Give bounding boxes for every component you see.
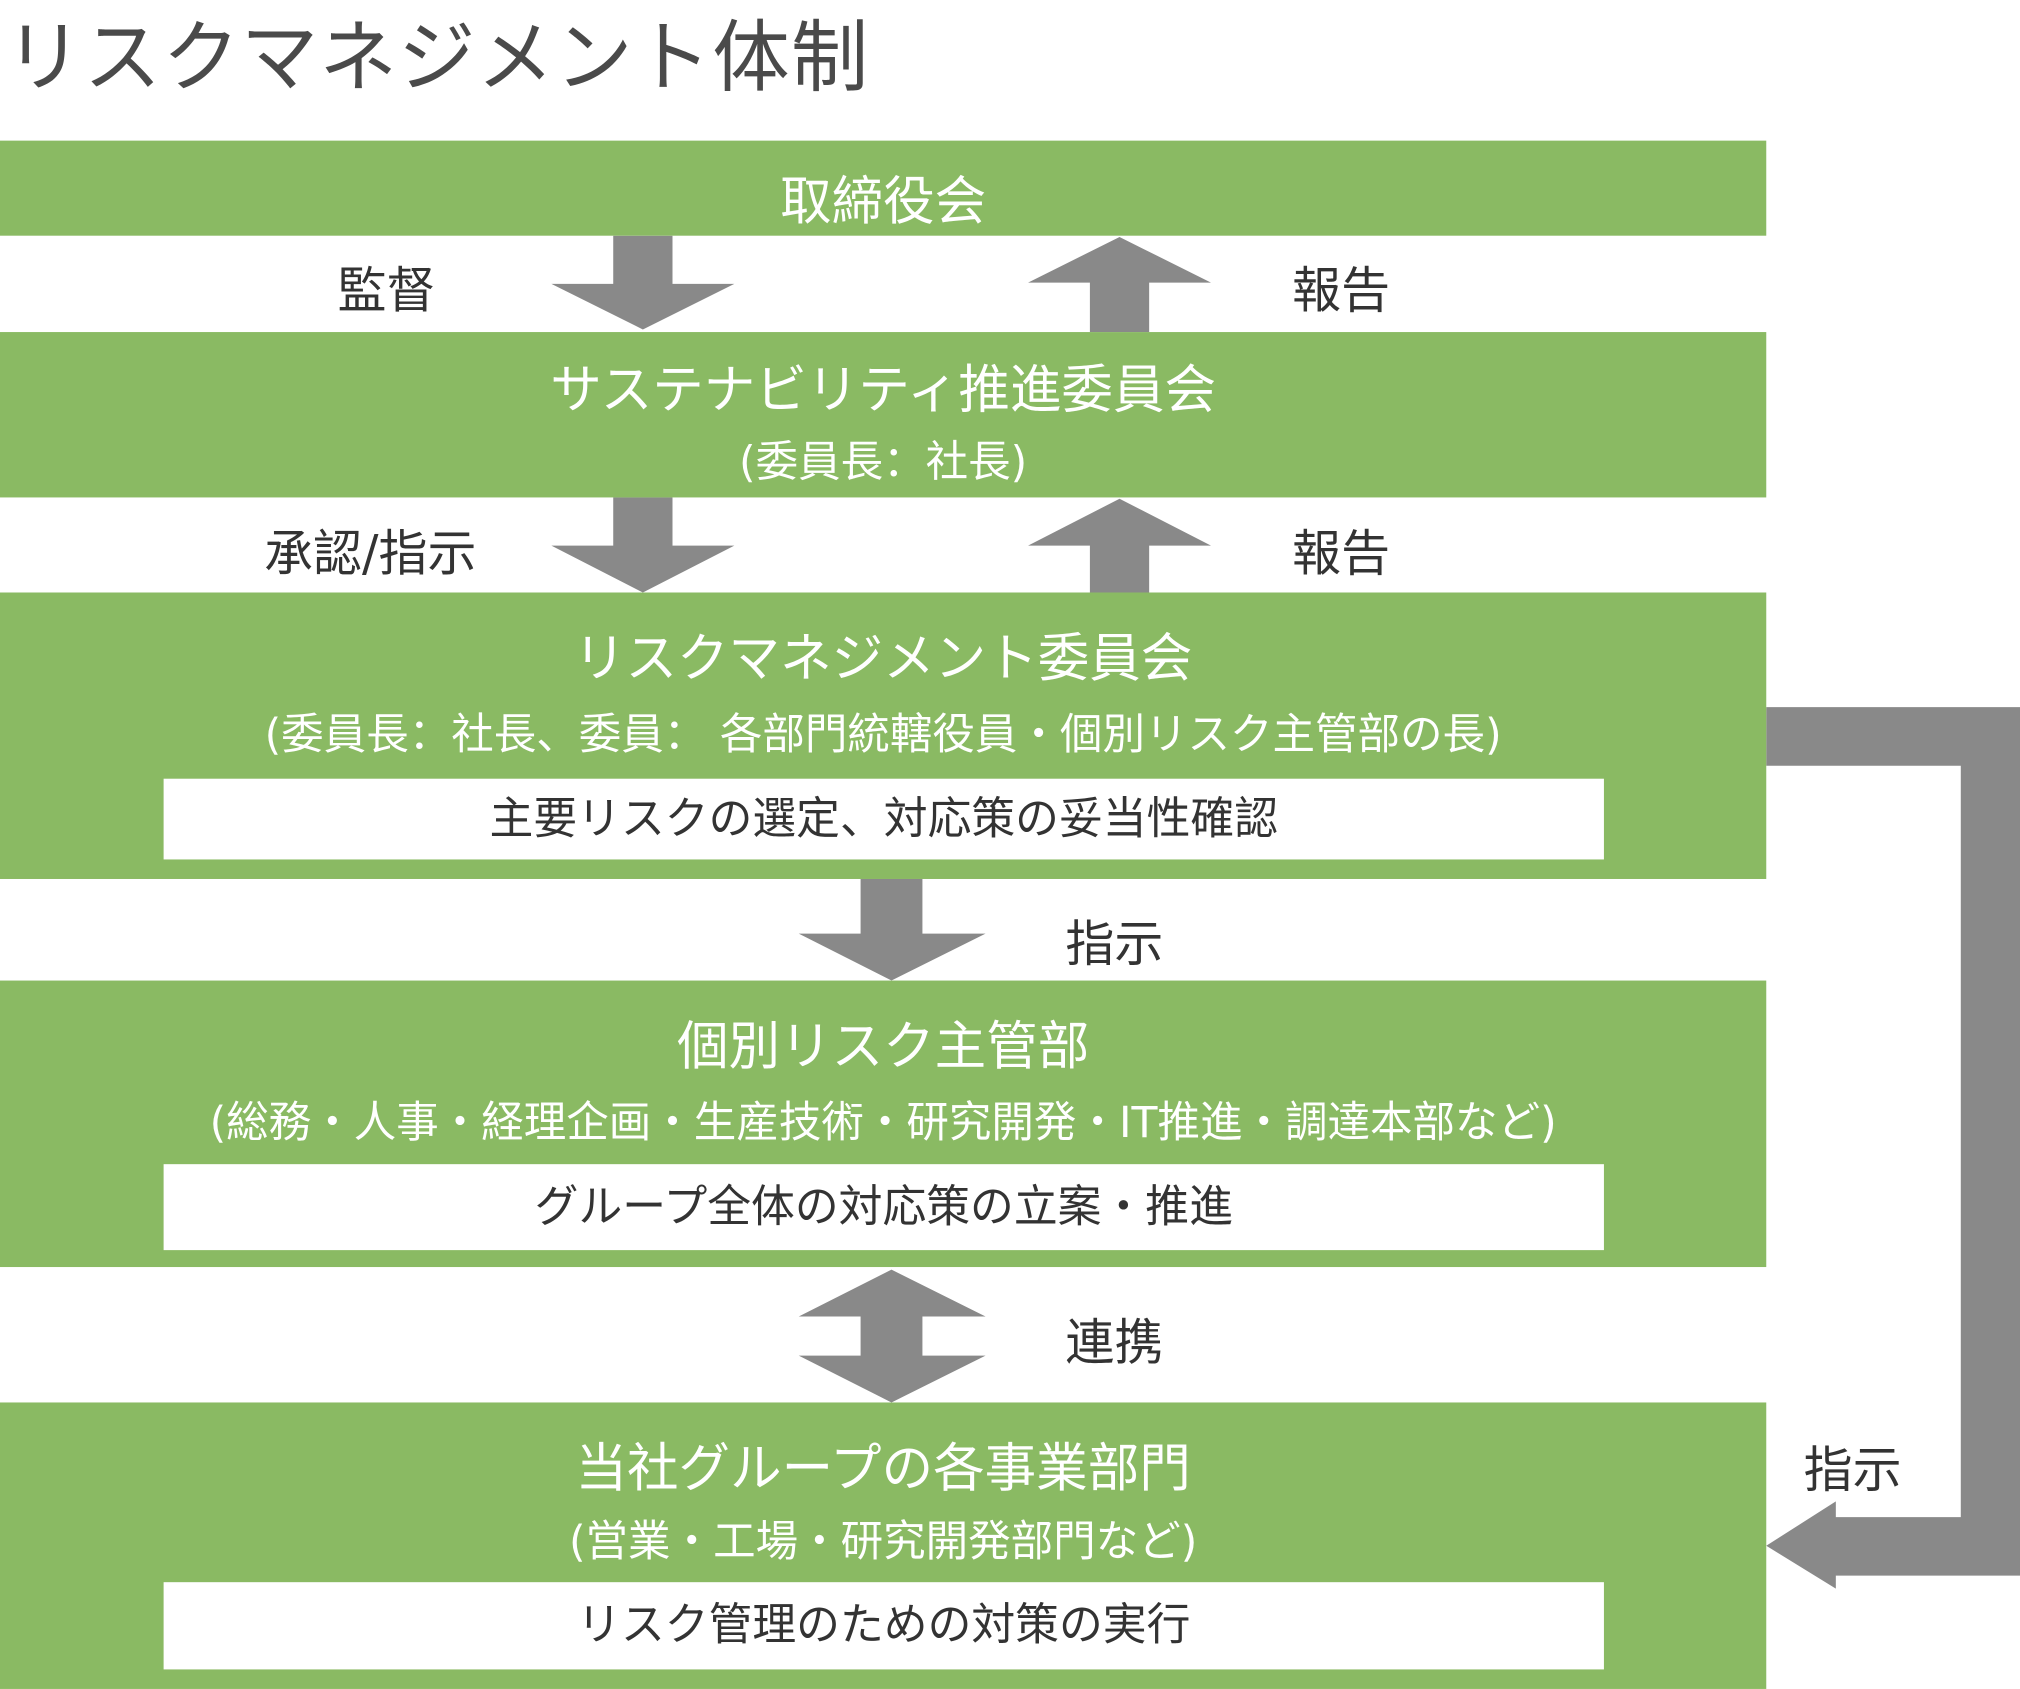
label-cooperate: 連携: [1065, 1313, 1164, 1372]
arrow-bidirectional-cooperate: [798, 1269, 986, 1403]
box-subtitle: (営業・工場・研究開発部門など): [568, 1515, 1198, 1567]
box-subtitle: (委員長：社長、委員： 各部門統轄役員・個別リスク主管部の長): [264, 708, 1502, 760]
box-title: サステナビリティ推進委員会: [550, 360, 1217, 421]
box-title: リスクマネジメント委員会: [573, 628, 1193, 689]
risk-owner-departments-box: 個別リスク主管部 (総務・人事・経理企画・生産技術・研究開発・IT推進・調達本部…: [0, 980, 1767, 1268]
label-report-2: 報告: [1292, 524, 1391, 583]
board-of-directors-box: 取締役会: [0, 140, 1767, 236]
business-divisions-box: 当社グループの各事業部門 (営業・工場・研究開発部門など) リスク管理のための対…: [0, 1402, 1767, 1689]
label-instruct: 指示: [1065, 915, 1164, 973]
box-title: 当社グループの各事業部門: [575, 1438, 1191, 1499]
box-subtitle: (委員長：社長): [739, 436, 1028, 488]
box-role: リスク管理のための対策の実行: [163, 1582, 1604, 1670]
box-role: グループ全体の対応策の立案・推進: [163, 1164, 1604, 1251]
label-approve-instruct: 承認/指示: [264, 524, 477, 583]
label-supervise: 監督: [337, 261, 436, 320]
label-instruct-side: 指示: [1803, 1441, 1902, 1499]
box-subtitle: (総務・人事・経理企画・生産技術・研究開発・IT推進・調達本部など): [209, 1096, 1557, 1148]
risk-management-committee-box: リスクマネジメント委員会 (委員長：社長、委員： 各部門統轄役員・個別リスク主管…: [0, 592, 1767, 879]
box-role: 主要リスクの選定、対応策の妥当性確認: [163, 778, 1604, 860]
page-title: リスクマネジメント体制: [5, 13, 870, 105]
label-report-1: 報告: [1292, 261, 1391, 320]
arrow-down-supervise: [551, 235, 735, 330]
arrow-down-approve: [551, 497, 735, 593]
arrow-down-instruct: [798, 878, 986, 981]
box-title: 個別リスク主管部: [677, 1017, 1090, 1077]
sustainability-committee-box: サステナビリティ推進委員会 (委員長：社長): [0, 332, 1767, 498]
arrow-up-report-1: [1028, 237, 1212, 333]
arrow-up-report-2: [1028, 498, 1212, 593]
box-title: 取締役会: [780, 171, 987, 232]
arrow-side-instruct: [1766, 707, 2020, 1589]
